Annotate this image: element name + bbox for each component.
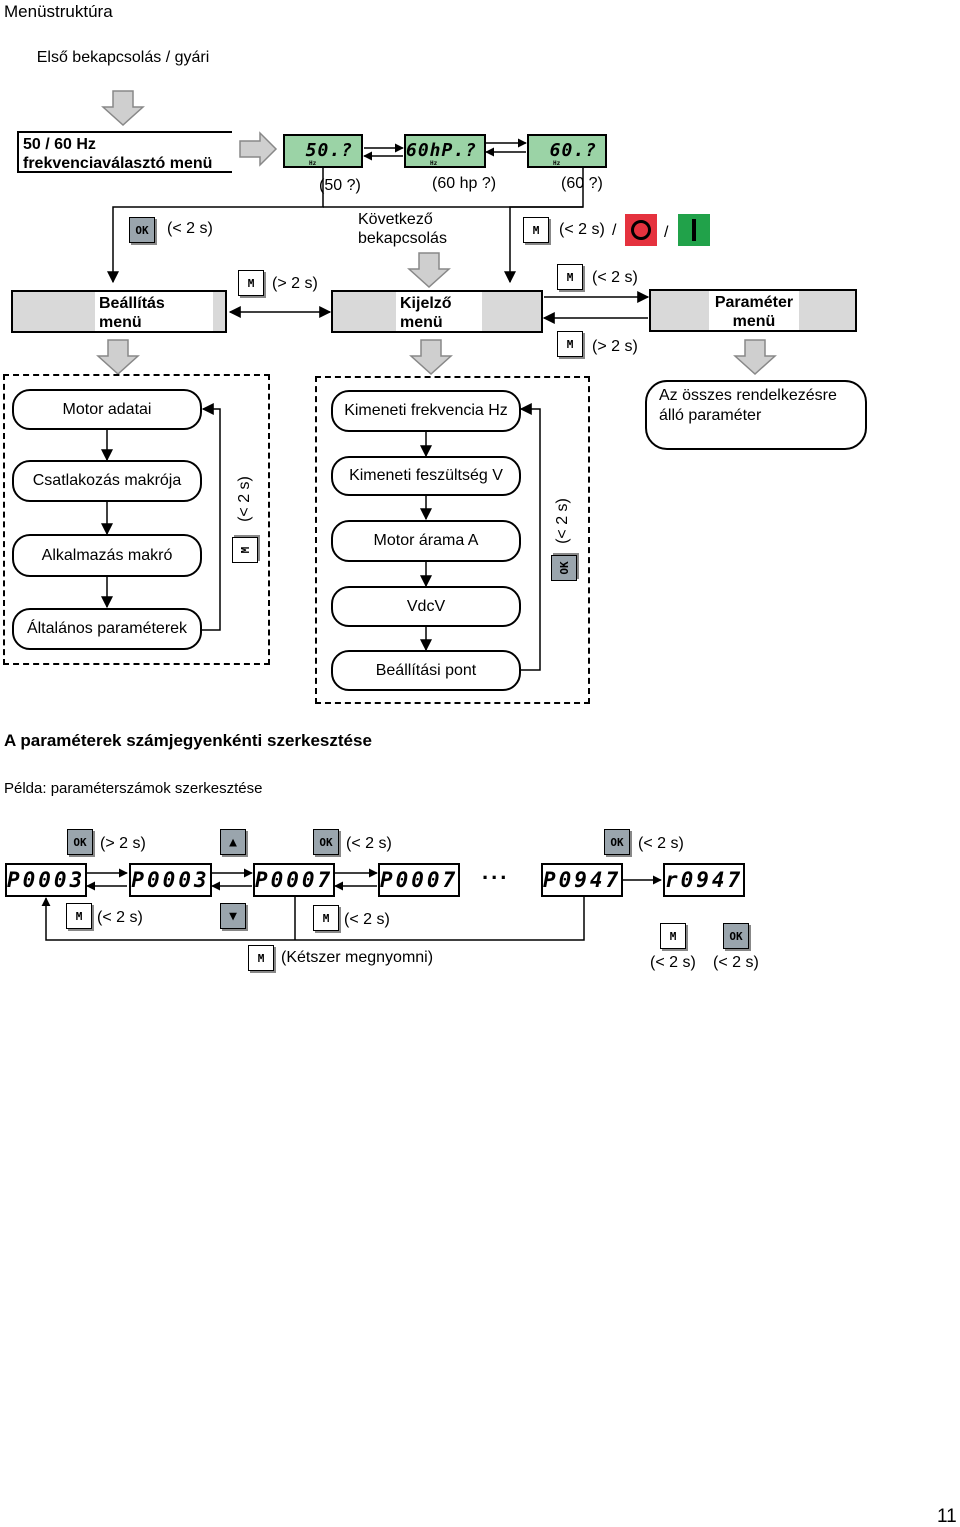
setup-menu-group	[3, 374, 270, 665]
freq-selector-line2: frekvenciaválasztó menü	[23, 155, 213, 172]
freq-selector-line1: 50 / 60 Hz	[23, 136, 96, 153]
timing-long-label: (> 2 s)	[592, 338, 638, 355]
setup-item-general-params[interactable]: Általános paraméterek	[12, 608, 202, 650]
timing-short-label: (< 2 s)	[713, 954, 759, 971]
timing-short-label: (< 2 s)	[167, 220, 213, 237]
display-menu-line2: menü	[400, 314, 443, 331]
next-power-on-line2: bekapcsolás	[358, 230, 447, 247]
example-label: Példa: paraméterszámok szerkesztése	[4, 780, 263, 797]
setup-menu-line1: Beállítás	[99, 295, 165, 312]
timing-short-label: (< 2 s)	[592, 269, 638, 286]
timing-short-label: (< 2 s)	[554, 498, 571, 544]
ok-key[interactable]: OK	[67, 829, 93, 855]
parameter-menu-group[interactable]: Az összes rendelkezésre álló paraméter	[645, 380, 867, 450]
m-key[interactable]: M	[232, 537, 258, 563]
lcd-text: 60hP.?	[406, 140, 478, 161]
timing-short-label: (< 2 s)	[236, 476, 253, 522]
timing-short-label: (< 2 s)	[346, 835, 392, 852]
parameter-items-line2: álló paraméter	[659, 407, 762, 424]
display-item-output-frequency[interactable]: Kimeneti frekvencia Hz	[331, 390, 521, 432]
setup-item-connection-macro[interactable]: Csatlakozás makrója	[12, 460, 202, 502]
m-key[interactable]: M	[557, 331, 583, 357]
ok-key[interactable]: OK	[129, 217, 155, 243]
m-key[interactable]: M	[66, 903, 92, 929]
display-menu[interactable]: Kijelző menü	[331, 290, 543, 333]
section2-title: A paraméterek számjegyenkénti szerkeszté…	[4, 731, 372, 750]
timing-short-label: (< 2 s)	[638, 835, 684, 852]
run-button[interactable]	[678, 214, 710, 246]
m-key[interactable]: M	[523, 217, 549, 243]
press-twice-label: (Kétszer megnyomni)	[281, 949, 434, 966]
display-menu-line1: Kijelző	[400, 295, 452, 312]
ok-key[interactable]: OK	[723, 923, 749, 949]
param-display-5: P0947	[541, 863, 623, 897]
lcd-display-50: 50.? Hz	[283, 134, 363, 168]
parameter-menu[interactable]: Paraméter menü	[649, 289, 857, 332]
lcd-caption-50: (50 ?)	[319, 177, 361, 194]
lcd-caption-60hp: (60 hp ?)	[432, 175, 497, 192]
param-display-2: P0003	[129, 863, 212, 897]
param-display-1: P0003	[5, 863, 87, 897]
lcd-unit: Hz	[309, 160, 317, 167]
lcd-display-60: 60.? Hz	[527, 134, 607, 168]
timing-short-label: (< 2 s)	[97, 909, 143, 926]
lcd-text: 50.?	[305, 140, 353, 161]
stop-button[interactable]	[625, 214, 657, 246]
lcd-unit: Hz	[430, 160, 438, 167]
freq-selector-menu: 50 / 60 Hz frekvenciaválasztó menü	[17, 131, 232, 173]
ok-key[interactable]: OK	[313, 829, 339, 855]
lcd-display-60hp: 60hP.? Hz	[404, 134, 486, 168]
ok-key[interactable]: OK	[551, 555, 577, 581]
timing-long-label: (> 2 s)	[100, 835, 146, 852]
up-arrow-key[interactable]: ▲	[220, 829, 246, 855]
slash-separator: /	[664, 224, 669, 241]
m-key[interactable]: M	[557, 264, 583, 290]
param-display-4: P0007	[378, 863, 460, 897]
display-item-vdc[interactable]: VdcV	[331, 586, 521, 627]
m-key[interactable]: M	[313, 905, 339, 931]
setup-menu-line2: menü	[99, 314, 142, 331]
timing-short-label: (< 2 s)	[559, 221, 605, 238]
run-bar-icon	[692, 219, 696, 241]
display-item-setpoint[interactable]: Beállítási pont	[331, 650, 521, 691]
down-arrow-key[interactable]: ▼	[220, 903, 246, 929]
parameter-items-line1: Az összes rendelkezésre	[659, 387, 837, 404]
setup-item-motor-data[interactable]: Motor adatai	[12, 389, 202, 430]
timing-short-label: (< 2 s)	[344, 911, 390, 928]
lcd-unit: Hz	[553, 160, 561, 167]
timing-short-label: (< 2 s)	[650, 954, 696, 971]
display-item-output-voltage[interactable]: Kimeneti feszültség V	[331, 456, 521, 496]
ellipsis: ...	[482, 859, 510, 884]
lcd-text: 60.?	[549, 140, 597, 161]
page-title: Menüstruktúra	[4, 2, 113, 21]
next-power-on-line1: Következő	[358, 211, 433, 228]
display-item-motor-current[interactable]: Motor árama A	[331, 520, 521, 562]
timing-long-label: (> 2 s)	[272, 275, 318, 292]
m-key[interactable]: M	[660, 923, 686, 949]
parameter-menu-line1: Paraméter	[714, 294, 794, 311]
lcd-caption-60: (60 ?)	[561, 175, 603, 192]
slash-separator: /	[612, 222, 617, 239]
setup-item-application-macro[interactable]: Alkalmazás makró	[12, 534, 202, 577]
stop-circle-icon	[631, 220, 651, 240]
param-display-3: P0007	[253, 863, 335, 897]
ok-key[interactable]: OK	[604, 829, 630, 855]
setup-menu[interactable]: Beállítás menü	[11, 290, 227, 333]
m-key[interactable]: M	[248, 945, 274, 971]
page-number: 11	[937, 1506, 957, 1527]
parameter-menu-line2: menü	[732, 313, 776, 330]
display-menu-group	[315, 376, 590, 704]
m-key[interactable]: M	[238, 270, 264, 296]
param-display-6: r0947	[663, 863, 745, 897]
first-power-on-label: Első bekapcsolás / gyári	[36, 49, 210, 66]
